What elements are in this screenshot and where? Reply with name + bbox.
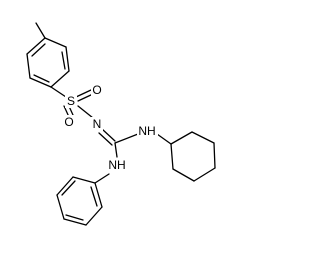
phenyl-inner-bond <box>61 180 76 196</box>
carbon-nh-bond <box>114 133 139 144</box>
atom-o-bottom: O <box>63 115 75 129</box>
carbon-nh-bond <box>114 142 118 158</box>
imine-double-bond <box>101 128 116 142</box>
amine-label: NH <box>108 158 125 172</box>
cyclohexyl-bond <box>170 143 174 170</box>
sulfur-nitrogen-bond <box>77 105 94 119</box>
atom-nh-phenyl: NH <box>107 158 128 172</box>
tolyl-inner-bond <box>61 51 66 70</box>
nitrogen-label: N <box>93 117 102 131</box>
phenyl-bond <box>56 194 65 220</box>
phenyl-bond <box>85 206 103 226</box>
structure-canvas: S O O N NH NH <box>26 22 216 226</box>
cyclohexyl-bond <box>193 167 216 182</box>
cyclohexyl-bond <box>170 131 193 145</box>
oxygen-label: O <box>92 83 101 97</box>
tolyl-bond <box>65 46 70 72</box>
sulfonyl-double-bond <box>75 89 92 98</box>
molecule-diagram: S O O N NH NH <box>26 22 216 226</box>
cyclohexyl-bond <box>191 131 215 144</box>
atom-s: S <box>65 94 77 108</box>
methyl-bond <box>35 22 46 39</box>
ring-sulfur-bond <box>50 86 67 98</box>
tolyl-bond <box>44 37 67 48</box>
phenyl-bond <box>56 176 74 196</box>
nh-cyclohexyl-bond <box>156 133 172 145</box>
tolyl-bond <box>50 70 70 88</box>
tolyl-bond <box>26 53 31 79</box>
atom-n-imine: N <box>91 117 103 131</box>
oxygen-label: O <box>64 115 73 129</box>
sulfur-label: S <box>67 94 75 108</box>
cyclohexyl-bond <box>172 168 195 182</box>
phenyl-inner-bond <box>65 214 84 221</box>
phenyl-bond <box>94 182 103 208</box>
phenyl-bond <box>72 176 96 184</box>
amine-label: NH <box>138 124 155 138</box>
cyclohexyl-ring <box>170 131 216 182</box>
phenyl-inner-bond <box>90 186 98 207</box>
tolyl-bond <box>26 37 46 55</box>
tolyl-inner-bond <box>33 74 50 83</box>
tolyl-ring <box>26 37 70 88</box>
imine-double-bond <box>98 132 113 146</box>
tolyl-bond <box>29 77 52 88</box>
sulfonyl-double-bond <box>77 93 94 102</box>
atom-o-top: O <box>91 83 103 97</box>
tolyl-inner-bond <box>31 43 46 57</box>
phenyl-ring <box>56 176 103 226</box>
nh-phenyl-bond <box>94 173 110 184</box>
atom-nh-cyclohexyl: NH <box>137 124 158 138</box>
cyclohexyl-bond <box>213 142 216 169</box>
phenyl-bond <box>63 218 87 226</box>
